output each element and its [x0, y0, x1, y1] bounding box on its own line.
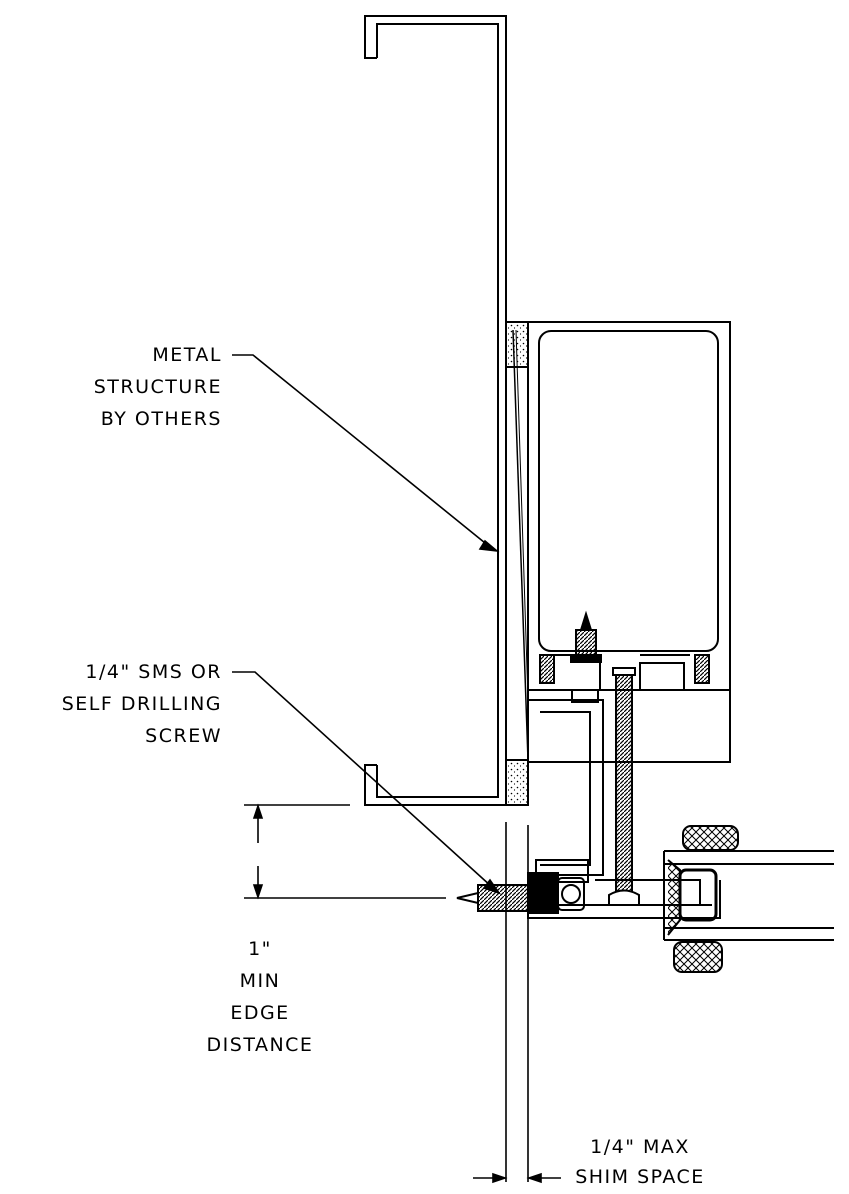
- frame-screw-splines: [540, 655, 709, 702]
- bottom-shim-sealant: [506, 760, 528, 805]
- shim-space-dimension: [473, 822, 561, 1182]
- edge-distance-label-line2: MIN: [239, 970, 281, 992]
- insulated-glass-unit: [664, 851, 834, 940]
- metal-stud-channel: [365, 16, 506, 805]
- edge-distance-dimension: [244, 805, 446, 898]
- top-glazing-gasket: [683, 826, 738, 850]
- frame-assembly-screw: [571, 614, 601, 662]
- screw-label-line2: SELF DRILLING: [61, 693, 222, 715]
- edge-distance-label-line4: DISTANCE: [206, 1034, 314, 1056]
- shim-space-label-line1: 1/4" MAX: [590, 1136, 690, 1158]
- leader-metal-structure: [232, 355, 490, 547]
- anchor-screw: [457, 873, 584, 913]
- metal-structure-label-line3: BY OTHERS: [100, 408, 222, 430]
- edge-distance-label-line1: 1": [248, 938, 272, 960]
- screw-label-line3: SCREW: [145, 725, 222, 747]
- leader-screw: [232, 672, 492, 887]
- screw-label-line1: 1/4" SMS OR: [85, 661, 222, 683]
- edge-distance-label-line3: EDGE: [230, 1002, 290, 1024]
- metal-structure-label-line2: STRUCTURE: [93, 376, 222, 398]
- anchor-clip-bracket: [528, 700, 603, 882]
- long-threaded-bolt: [609, 668, 639, 905]
- metal-structure-label-line1: METAL: [152, 344, 222, 366]
- shim-space-label-line2: SHIM SPACE: [575, 1166, 705, 1188]
- bottom-glazing-gasket: [674, 942, 722, 972]
